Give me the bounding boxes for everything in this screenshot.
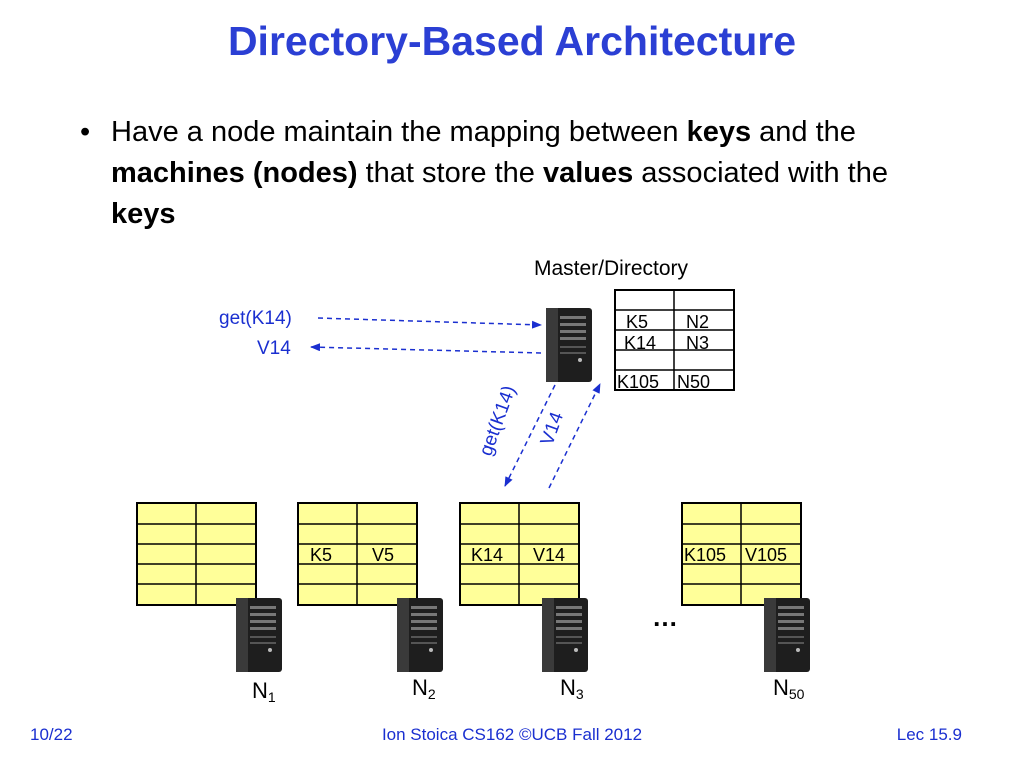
- node-label-n1: N1: [252, 678, 276, 705]
- more-nodes-ellipsis: …: [652, 602, 678, 632]
- node-label-name: N: [773, 675, 789, 700]
- master-node-cell: N2: [686, 312, 709, 332]
- master-node-cell: N50: [677, 372, 710, 392]
- node-label-n50: N50: [773, 675, 804, 702]
- bullet-text: Have a node maintain the mapping between…: [111, 112, 951, 235]
- bullet-bold-keys-2: keys: [111, 198, 176, 230]
- bullet-bold-values: values: [542, 157, 634, 189]
- arrow-master-to-client: [310, 343, 542, 354]
- node-key-cell: K14: [471, 545, 503, 565]
- client-response-label: V14: [257, 338, 291, 359]
- master-directory-table: K5 N2 K14 N3 K105 N50: [614, 289, 735, 392]
- node-n3: K14 V14: [459, 502, 588, 672]
- slide-number: 10/22: [30, 725, 73, 744]
- master-directory-label: Master/Directory: [534, 257, 689, 280]
- node-key-cell: K5: [310, 545, 332, 565]
- footer-credit: Ion Stoica CS162 ©UCB Fall 2012: [381, 725, 643, 744]
- node-label-sub: 1: [267, 689, 276, 705]
- node-label-n3: N3: [560, 675, 584, 702]
- node-n50: K105 V105: [681, 502, 810, 672]
- node-n1: [136, 502, 282, 672]
- lecture-number: Lec 15.9: [896, 725, 962, 744]
- client-request-label: get(K14): [219, 308, 292, 329]
- bullet-bold-keys: keys: [686, 116, 752, 148]
- bullet-bold-machines: machines (nodes): [111, 157, 358, 189]
- master-key-cell: K5: [626, 312, 648, 332]
- master-key-cell: K14: [624, 333, 656, 353]
- node-value-cell: V105: [745, 545, 787, 565]
- server-icon: [397, 598, 443, 672]
- node-label-name: N: [560, 675, 576, 700]
- bullet-text-part: that store the: [357, 157, 543, 189]
- master-key-cell: K105: [617, 372, 659, 392]
- node-storage-table: K5 V5: [297, 502, 418, 606]
- node-label-sub: 2: [427, 686, 436, 702]
- node-label-sub: 50: [788, 686, 805, 702]
- arrow-master-to-n3: [504, 384, 556, 487]
- node-label-sub: 3: [575, 686, 584, 702]
- bullet-text-part: and the: [751, 116, 856, 148]
- arrow-n3-to-master: [548, 383, 601, 489]
- server-icon: [546, 308, 592, 382]
- node-value-cell: V5: [372, 545, 394, 565]
- node-value-cell: V14: [533, 545, 565, 565]
- node-storage-table: [136, 502, 257, 606]
- bullet-marker: •: [80, 116, 91, 148]
- node-storage-table: K14 V14: [459, 502, 580, 606]
- bullet-text-part: Have a node maintain the mapping between: [111, 116, 687, 148]
- server-icon: [764, 598, 810, 672]
- node-label-name: N: [412, 675, 428, 700]
- slide-title: Directory-Based Architecture: [227, 18, 797, 64]
- node-key-cell: K105: [684, 545, 726, 565]
- bullet-text-part: associated with the: [633, 157, 888, 189]
- node-label-n2: N2: [412, 675, 436, 702]
- master-node-cell: N3: [686, 333, 709, 353]
- node-storage-table: K105 V105: [681, 502, 802, 606]
- server-icon: [542, 598, 588, 672]
- node-n2: K5 V5: [297, 502, 443, 672]
- node-label-name: N: [252, 678, 268, 703]
- server-icon: [236, 598, 282, 672]
- arrow-client-to-master: [317, 317, 542, 329]
